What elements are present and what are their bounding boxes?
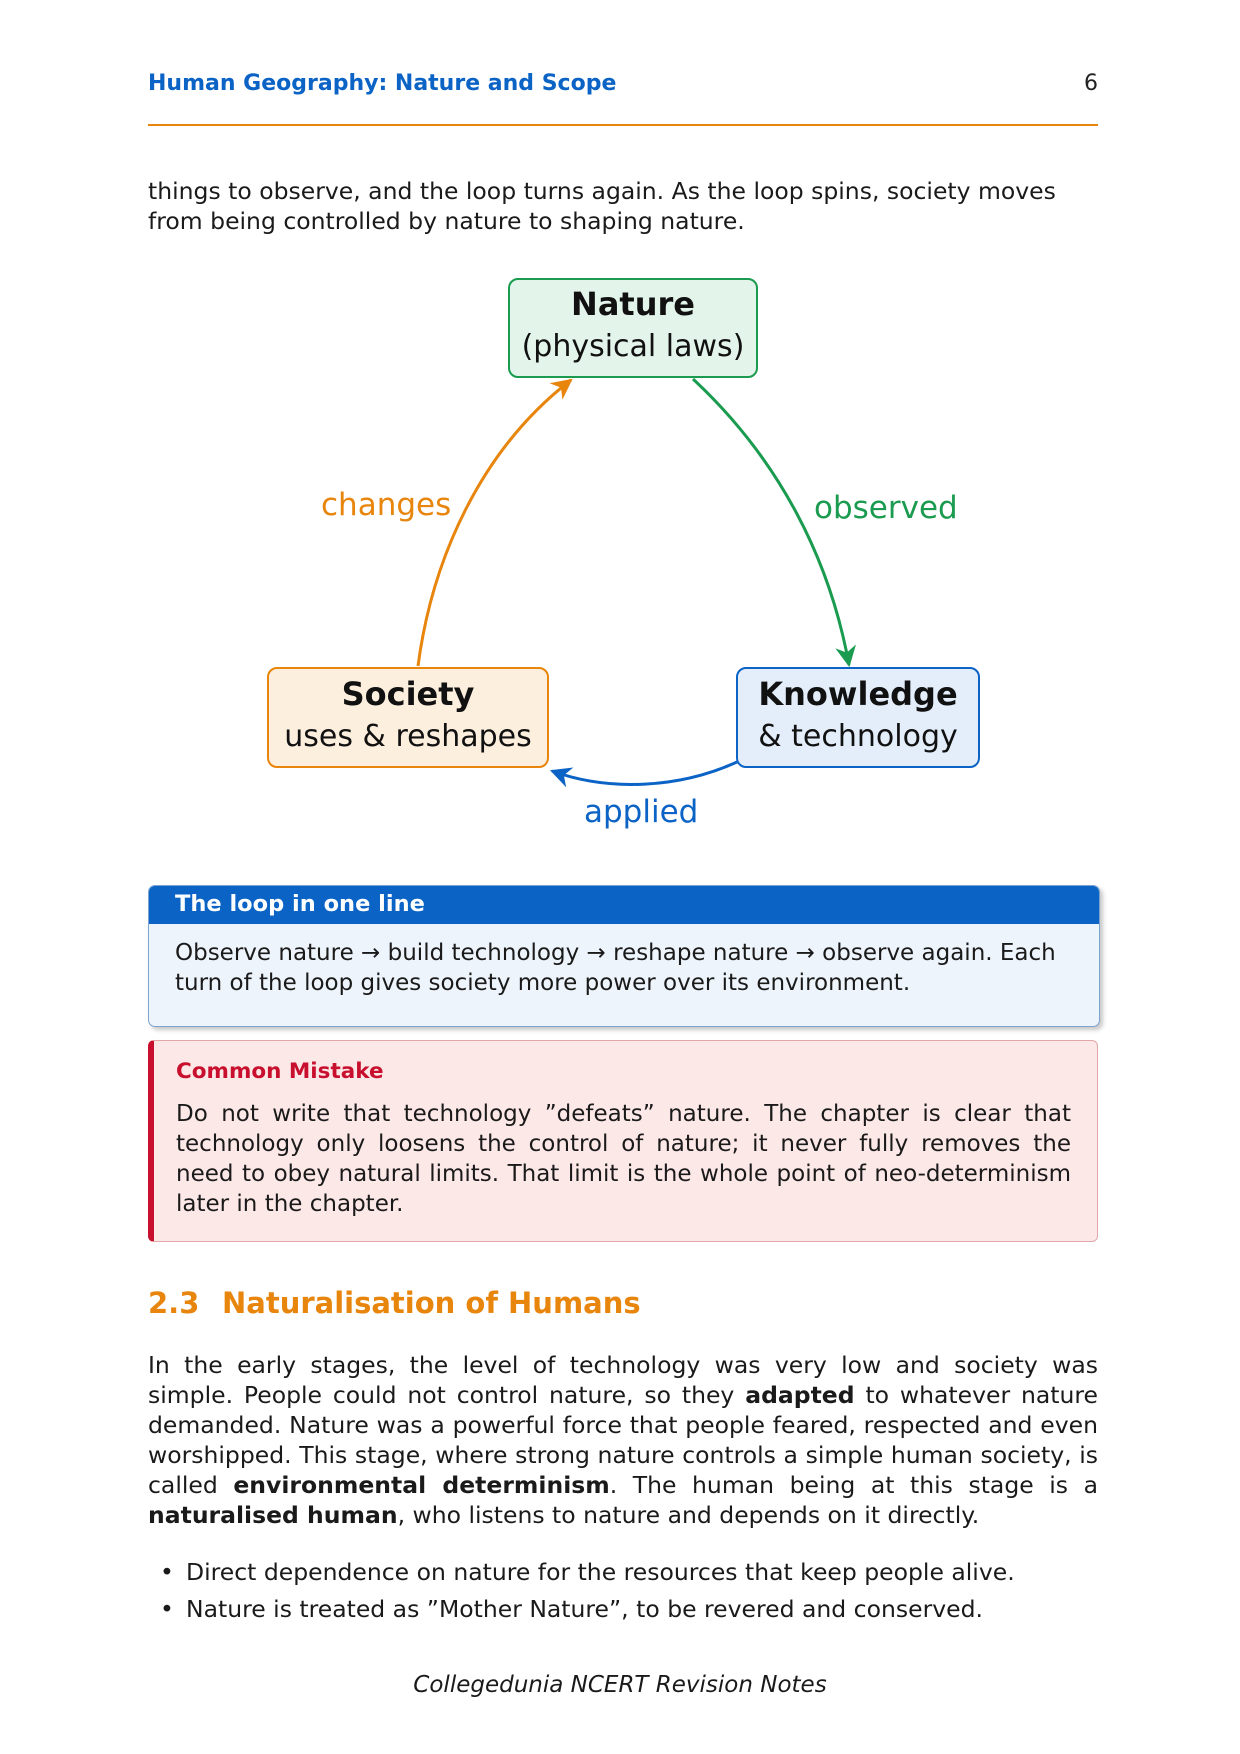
knowledge-node-title: Knowledge <box>758 675 957 713</box>
edge-changes <box>416 378 573 667</box>
section-heading: 2.3 Naturalisation of Humans <box>148 1286 641 1320</box>
loop-summary-body: Observe nature → build technology → resh… <box>175 940 1056 996</box>
common-mistake-body: Do not write that technology ”defeats” n… <box>176 1101 1071 1217</box>
society-node-subtitle: uses & reshapes <box>284 719 532 754</box>
edge-applied <box>550 760 738 788</box>
nature-node <box>508 278 758 378</box>
loop-summary-title: The loop in one line <box>149 886 1099 924</box>
paragraph-text: to whatever nature demanded. Nature was … <box>148 1381 1098 1499</box>
page-header: Human Geography: Nature and Scope 6 <box>148 66 1098 126</box>
edge-label-observed: observed <box>814 490 958 526</box>
section-paragraph: In the early stages, the level of techno… <box>148 1350 1098 1530</box>
bold-term: environmental determinism <box>233 1471 610 1499</box>
loop-summary-box: The loop in one line Observe nature → bu… <box>148 885 1100 1027</box>
knowledge-node-subtitle: & technology <box>758 719 958 754</box>
knowledge-node <box>736 667 980 768</box>
society-node-title: Society <box>342 675 475 713</box>
list-item: Direct dependence on nature for the reso… <box>160 1554 1090 1591</box>
common-mistake-box: Common Mistake Do not write that technol… <box>148 1040 1098 1242</box>
edge-label-changes: changes <box>321 487 451 523</box>
intro-paragraph: things to observe, and the loop turns ag… <box>148 177 1056 235</box>
list-item: Nature is treated as ”Mother Nature”, to… <box>160 1591 1090 1628</box>
paragraph-text: , who listens to nature and depends on i… <box>397 1501 980 1529</box>
cycle-diagram: Nature (physical laws) Knowledge & techn… <box>267 278 980 830</box>
edge-label-applied: applied <box>584 794 698 830</box>
section-title: Naturalisation of Humans <box>222 1286 641 1320</box>
running-title: Human Geography: Nature and Scope <box>148 71 617 96</box>
paragraph-text: In the early stages, the level of techno… <box>148 1351 1098 1409</box>
page-footer: Collegedunia NCERT Revision Notes <box>413 1672 827 1698</box>
nature-node-title: Nature <box>571 285 695 323</box>
society-node <box>267 667 549 768</box>
bullet-list: Direct dependence on nature for the reso… <box>160 1554 1090 1628</box>
bold-term: adapted <box>745 1381 855 1409</box>
section-number: 2.3 <box>148 1286 200 1320</box>
edge-observed <box>691 377 856 668</box>
page-number: 6 <box>1084 71 1098 96</box>
nature-node-subtitle: (physical laws) <box>522 329 745 364</box>
bold-term: naturalised human <box>148 1501 398 1529</box>
common-mistake-title: Common Mistake <box>176 1059 384 1084</box>
paragraph-text: . The human being at this stage is a <box>609 1471 1098 1499</box>
